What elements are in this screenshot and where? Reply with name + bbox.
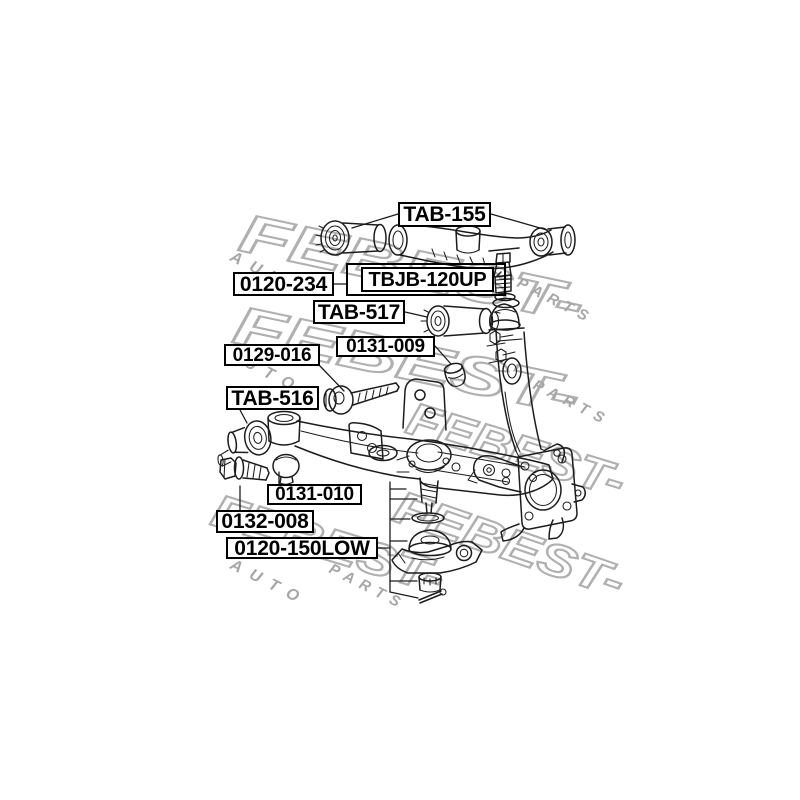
front-arm-bushing-drawing bbox=[217, 420, 272, 467]
part-label-0120-150low: 0120-150LOW bbox=[226, 537, 378, 559]
upper-arm-bushing-drawing bbox=[420, 305, 501, 337]
part-label-0132-008: 0132-008 bbox=[216, 510, 314, 533]
part-label-0131-010: 0131-010 bbox=[267, 484, 362, 505]
part-label-0131-009: 0131-009 bbox=[336, 336, 435, 357]
dust-cap-0131-009-drawing bbox=[443, 362, 466, 387]
cam-bolt-drawing bbox=[323, 382, 400, 415]
knuckle-fork-drawing bbox=[495, 329, 542, 453]
part-label-tab-517: TAB-517 bbox=[313, 300, 405, 324]
lower-control-arm-drawing bbox=[267, 378, 554, 497]
part-label-tbjb-120up: TBJB-120UP bbox=[361, 267, 494, 292]
steering-knuckle-drawing bbox=[467, 443, 586, 542]
part-label-0120-234: 0120-234 bbox=[233, 272, 334, 296]
part-label-tab-155: TAB-155 bbox=[398, 202, 491, 227]
watermark-auto-text: AUTO bbox=[226, 556, 310, 610]
rear-bolt-bushing-drawing bbox=[219, 456, 270, 481]
part-label-tab-516: TAB-516 bbox=[226, 386, 319, 410]
cap-0131-010-drawing bbox=[272, 453, 300, 485]
lower-ball-joint-drawing bbox=[391, 439, 483, 604]
leader-lines bbox=[239, 213, 548, 599]
group-frame-upper-ball-joint bbox=[346, 263, 506, 296]
part-label-0129-016: 0129-016 bbox=[224, 344, 320, 366]
